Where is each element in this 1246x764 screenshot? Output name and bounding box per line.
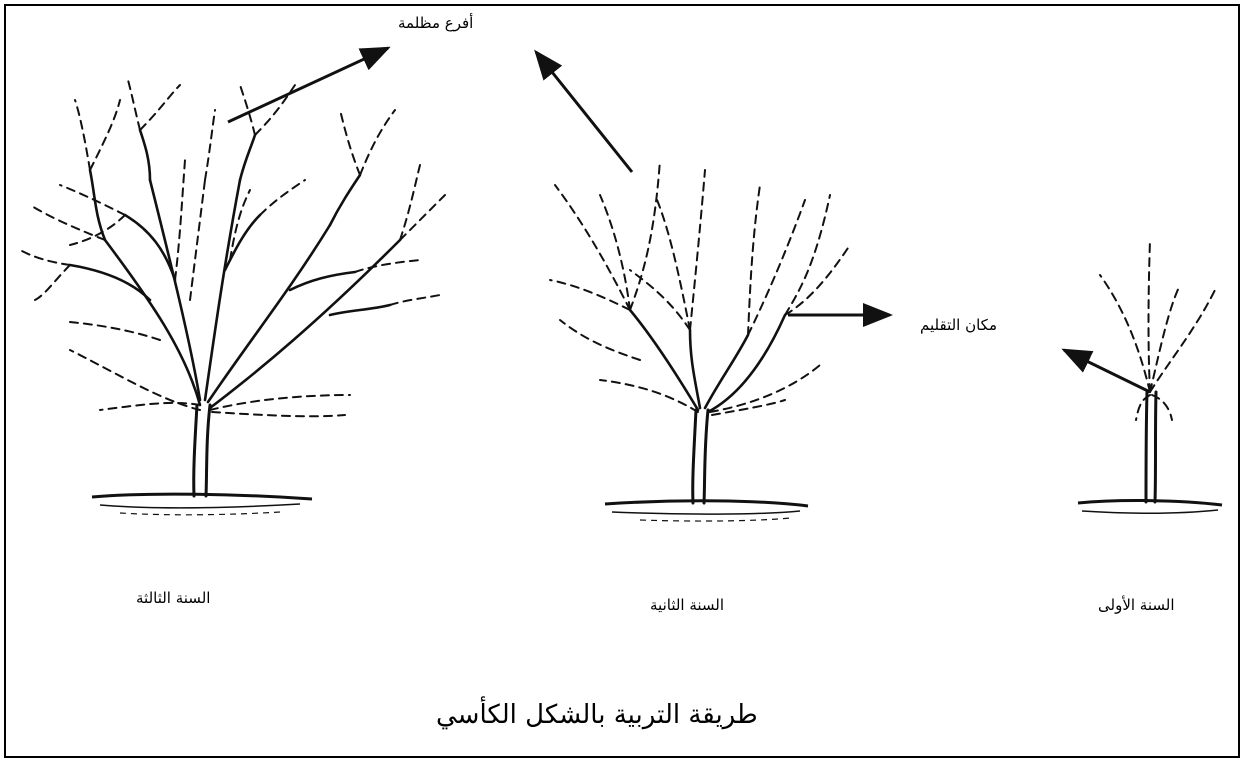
tree-first-year bbox=[1064, 240, 1222, 513]
label-main-branches: أفرع مظلمة bbox=[398, 14, 473, 32]
tree-second-year bbox=[536, 52, 890, 521]
dashed-shoots-second-year bbox=[550, 160, 850, 415]
ground-third-year bbox=[92, 494, 312, 515]
trunk-third-year bbox=[194, 405, 210, 496]
arrow-to-main-branches bbox=[536, 52, 632, 172]
solid-branches-second-year bbox=[630, 310, 785, 412]
arrow-first-year-pruning bbox=[1064, 350, 1150, 392]
trunk-first-year bbox=[1146, 392, 1156, 502]
label-pruning-place: مكان التقليم bbox=[920, 316, 997, 334]
solid-branches-third-year bbox=[70, 130, 400, 408]
arrow-third-year-to-label bbox=[228, 48, 388, 122]
ground-second-year bbox=[605, 501, 808, 521]
ground-first-year bbox=[1078, 501, 1222, 514]
label-third-year: السنة الثالثة bbox=[136, 589, 210, 607]
trunk-second-year bbox=[693, 410, 708, 503]
label-first-year: السنة الأولى bbox=[1098, 596, 1175, 614]
tree-third-year bbox=[20, 80, 445, 515]
label-second-year: السنة الثانية bbox=[650, 596, 724, 614]
dashed-shoots-first-year bbox=[1100, 240, 1215, 420]
diagram-title: طريقة التربية بالشكل الكأسي bbox=[436, 700, 758, 730]
